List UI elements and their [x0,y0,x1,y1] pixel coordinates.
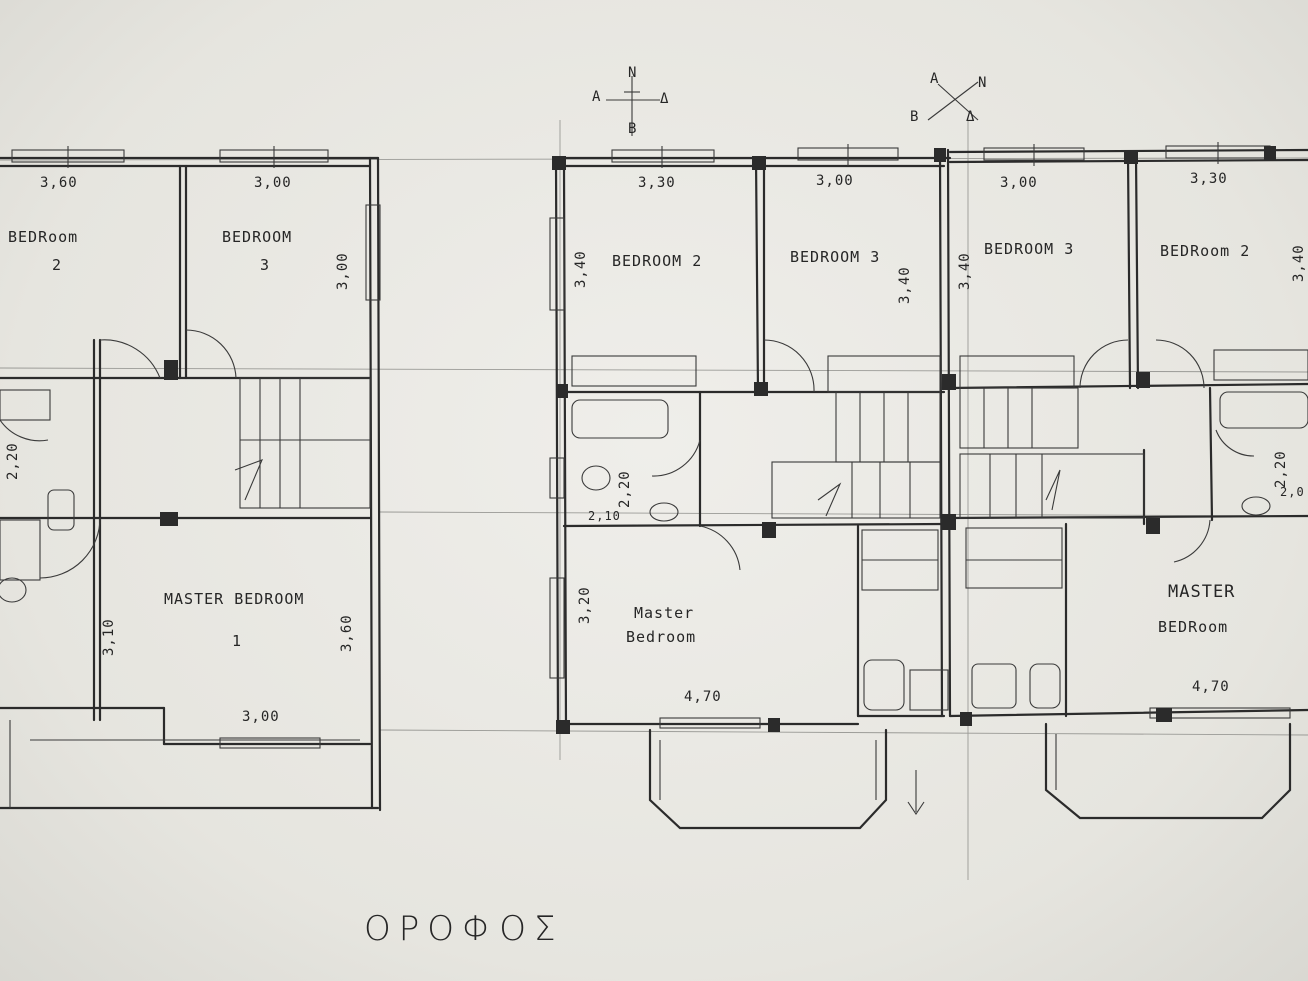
unit-b-dim-bath-width: 2,10 [588,509,621,523]
unit-c-dim-bed2-width: 3,30 [1190,171,1228,187]
unit-a-columns [160,360,178,526]
compass-right-west: A [930,71,940,87]
unit-b-dim-bed2-depth: 3,40 [573,250,589,288]
unit-c-dim-bath-width: 2,0 [1280,485,1305,499]
unit-b-dim-bed2-width: 3,30 [638,175,676,191]
construction-lines [0,120,1308,880]
unit-a-bedroom-2-label: BEDRoom [8,228,79,246]
unit-a-master-bedroom-label: MASTER BEDROOM [164,590,305,608]
unit-b-dim-master-depth: 3,20 [577,586,593,624]
unit-c-columns [1124,146,1276,722]
unit-c-dim-bed3-depth: 3,40 [957,252,973,290]
unit-a-walls [0,156,382,812]
compass-left-west: A [592,89,602,105]
unit-c-dim-bath-depth: 2,20 [1273,450,1289,488]
compass-right-north: N [978,75,988,91]
compass-left-south: B [628,121,638,137]
unit-b-dim-bed3-width: 3,00 [816,173,854,189]
unit-a-stairs [234,377,371,509]
unit-c-windows [983,142,1291,719]
compass-left-icon [606,76,660,136]
unit-c-walls [948,148,1308,718]
sheet-title: ΟΡΟΦΟΣ [364,909,564,949]
unit-c-dim-bed2-depth: 3,40 [1291,244,1307,282]
unit-a-bedroom-3-number: 3 [260,256,271,274]
unit-c-bedroom-2-label: BEDRoom 2 [1160,242,1251,260]
unit-b-columns [552,148,972,734]
unit-b-arrow-icon [907,770,925,815]
unit-b-dim-bed3-depth: 3,40 [897,266,913,304]
unit-c-doors [1079,339,1255,563]
unit-c-dim-master-width: 4,70 [1192,679,1230,695]
unit-b-bedroom-3-label: BEDROOM 3 [790,248,881,266]
unit-a-dim-bed2-width: 3,60 [40,175,78,191]
unit-a-dim-master-right: 3,60 [339,614,355,652]
compass-right-icon [927,81,979,121]
unit-a-dim-bath-depth: 2,20 [5,442,21,480]
unit-b-master-bedroom-label: Master [634,604,695,622]
unit-b-walls [554,148,952,732]
unit-b-bedroom-2-label: BEDROOM 2 [612,252,703,270]
compass-left-north: N [628,65,638,81]
unit-b-dim-master-width: 4,70 [684,689,722,705]
unit-a-dim-bed3-width: 3,00 [254,175,292,191]
unit-c-fixtures [965,349,1308,709]
unit-c-balcony [1044,722,1292,820]
unit-a-bedroom-3-label: BEDROOM [222,228,293,246]
unit-b-fixtures [571,355,949,711]
unit-b-windows [549,144,899,729]
compass-left-east: Δ [660,91,670,107]
unit-c-bedroom-3-label: BEDROOM 3 [984,240,1075,258]
unit-a-bedroom-2-number: 2 [52,256,63,274]
unit-c-dim-bed3-width: 3,00 [1000,175,1038,191]
compass-right-east: Δ [966,109,976,125]
unit-c-master-bedroom-label-2: BEDRoom [1158,618,1229,636]
unit-b-doors [651,339,815,571]
unit-a-master-bedroom-number: 1 [232,632,243,650]
unit-a-doors [0,329,237,579]
unit-a-windows [11,146,381,749]
unit-a-dim-master-width: 3,00 [242,709,280,725]
unit-b-dim-bath-depth: 2,20 [617,470,633,508]
unit-b-balcony [648,728,888,830]
unit-a-fixtures [0,389,75,603]
unit-b-stairs [771,355,941,519]
compass-right-south: B [910,109,920,125]
unit-c-master-bedroom-label: MASTER [1168,582,1236,602]
unit-b-master-bedroom-label-2: Bedroom [626,628,697,646]
unit-c-stairs [959,355,1145,519]
unit-a-dim-master-left: 3,10 [101,618,117,656]
unit-a-dim-bed3-depth: 3,00 [335,252,351,290]
